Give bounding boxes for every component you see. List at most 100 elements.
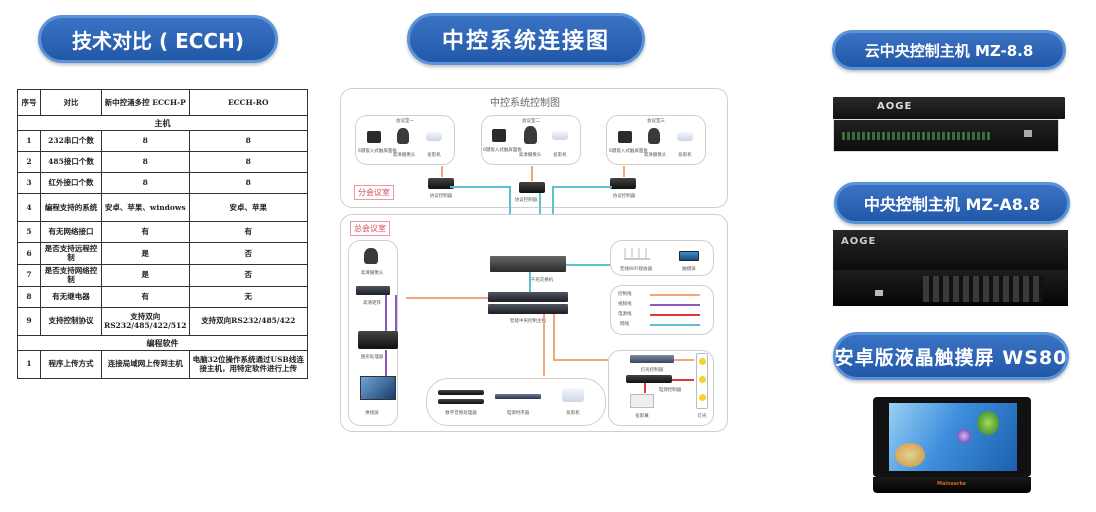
brand-logo: AOGE xyxy=(877,101,913,112)
control-line xyxy=(406,297,488,299)
row-no: 6 xyxy=(17,242,41,265)
row-item: 编程支持的系统 xyxy=(40,193,102,222)
hd-matrix-icon xyxy=(356,286,390,295)
video-line xyxy=(385,350,387,376)
controller-label: 协议控制器 xyxy=(514,198,538,203)
row-ro: 8 xyxy=(188,172,308,194)
legend-power-line xyxy=(650,314,700,316)
row-p: 支持双向RS232/485/422/512 xyxy=(101,306,190,336)
row-item: 232串口个数 xyxy=(40,130,102,152)
central-host-top-icon xyxy=(488,292,568,302)
wifi-router-icon xyxy=(624,248,650,260)
legend-network-line xyxy=(650,324,700,326)
bottom-device-label: 投影机 xyxy=(566,411,580,416)
row-no: 2 xyxy=(17,151,41,173)
network-line xyxy=(450,186,510,188)
row-item: 有无继电器 xyxy=(40,285,102,308)
legend-label: 视频线 xyxy=(618,302,632,307)
device-label: 投影机 xyxy=(678,153,692,158)
host-label: 智能中央控制主机 xyxy=(510,319,546,324)
light-controller-icon xyxy=(630,355,674,363)
table-row: 1 程序上传方式 连接局域网上传到主机 电脑32位操作系统通过USB线连接主机，… xyxy=(17,349,308,379)
row-no: 1 xyxy=(17,349,41,379)
room-2-name: 会议室二 xyxy=(522,119,540,124)
device-label: 6键嵌入式触屏面板 xyxy=(483,148,522,153)
balloon-icon xyxy=(977,411,999,435)
control-line xyxy=(553,359,608,361)
projector-icon xyxy=(552,131,568,140)
bottom-device-label: 数字音频处理器 xyxy=(445,411,477,416)
gigabit-switch-icon xyxy=(490,256,566,272)
device-label: 6键嵌入式触屏面板 xyxy=(358,149,397,154)
device-label: 高清摄像头 xyxy=(643,153,667,158)
dsp-icon xyxy=(438,390,484,395)
table-row: 8 有无继电器 有 无 xyxy=(17,285,308,308)
row-ro: 支持双向RS232/485/422 xyxy=(188,306,308,336)
camera-icon xyxy=(648,128,660,144)
control-line xyxy=(543,314,545,376)
bottom-device-label: 电源时序器 xyxy=(506,411,530,416)
projector-icon xyxy=(426,132,442,141)
ethernet-port-icon xyxy=(1024,130,1032,137)
row-no: 1 xyxy=(17,130,41,152)
video-line xyxy=(395,295,397,331)
graphics-processor-icon xyxy=(358,331,398,349)
row-no: 3 xyxy=(17,172,41,194)
screen-display xyxy=(889,403,1017,471)
row-no: 7 xyxy=(17,263,41,287)
touch-panel-icon xyxy=(492,129,506,142)
table-row: 1 232串口个数 8 8 xyxy=(17,130,308,152)
branch-room-tag: 分会议室 xyxy=(354,185,394,200)
header-ecch-p: 新中控涌多控 ECCH-P xyxy=(101,89,190,116)
power-line xyxy=(672,379,694,381)
row-item: 有无网络接口 xyxy=(40,221,102,243)
table-header-row: 序号 对比 新中控涌多控 ECCH-P ECCH-RO xyxy=(17,89,308,116)
table-row: 7 是否支持网络控制 是 否 xyxy=(17,263,308,287)
column-label: 图形处理器 xyxy=(360,355,384,360)
screen-bezel xyxy=(873,397,1031,477)
row-no: 8 xyxy=(17,285,41,308)
camera-icon xyxy=(524,126,537,144)
row-p: 有 xyxy=(101,221,190,243)
video-wall-icon xyxy=(360,376,396,400)
protocol-controller-icon xyxy=(610,178,636,189)
row-no: 4 xyxy=(17,193,41,222)
light-controller-label: 灯光控制器 xyxy=(640,368,664,373)
section-host: 主机 xyxy=(17,115,308,131)
table-row: 4 编程支持的系统 安卓、苹果、windows 安卓、苹果 xyxy=(17,193,308,222)
device-base: Mainserke xyxy=(873,477,1031,493)
light-bulb-icon xyxy=(699,394,706,401)
protocol-controller-icon xyxy=(519,182,545,193)
control-line xyxy=(441,166,443,177)
dsp-icon xyxy=(438,399,484,404)
central-host-rear-icon xyxy=(488,304,568,314)
row-p: 连接局域网上传到主机 xyxy=(101,349,190,379)
row-item: 程序上传方式 xyxy=(40,349,102,379)
column-label: 高清矩阵 xyxy=(363,301,381,306)
brand-logo: AOGE xyxy=(841,236,877,247)
row-no: 5 xyxy=(17,221,41,243)
network-line xyxy=(566,264,611,266)
row-ro: 电脑32位操作系统通过USB线连接主机，用特定软件进行上传 xyxy=(188,349,308,379)
brand-logo: Mainserke xyxy=(937,481,967,487)
room-3-name: 会议室三 xyxy=(647,119,665,124)
control-line xyxy=(531,166,533,181)
lights-group xyxy=(696,353,708,409)
screen-label: 投影幕 xyxy=(635,414,649,419)
column-label: 高清摄像头 xyxy=(360,271,384,276)
table-row: 3 红外接口个数 8 8 xyxy=(17,172,308,194)
row-p: 8 xyxy=(101,130,190,152)
light-bulb-icon xyxy=(699,358,706,365)
main-room-tag: 总会议室 xyxy=(350,221,390,236)
table-row: 2 485接口个数 8 8 xyxy=(17,151,308,173)
header-ecch-ro: ECCH-RO xyxy=(188,89,308,116)
row-ro: 8 xyxy=(188,151,308,173)
device-label: 投影机 xyxy=(427,153,441,158)
device-front-panel: AOGE xyxy=(833,97,1065,119)
row-ro: 无 xyxy=(188,285,308,308)
balloon-icon xyxy=(957,429,971,443)
mz88-device-image: AOGE xyxy=(833,97,1065,152)
row-ro: 8 xyxy=(188,130,308,152)
row-item: 红外接口个数 xyxy=(40,172,102,194)
controller-label: 协议控制器 xyxy=(612,194,636,199)
